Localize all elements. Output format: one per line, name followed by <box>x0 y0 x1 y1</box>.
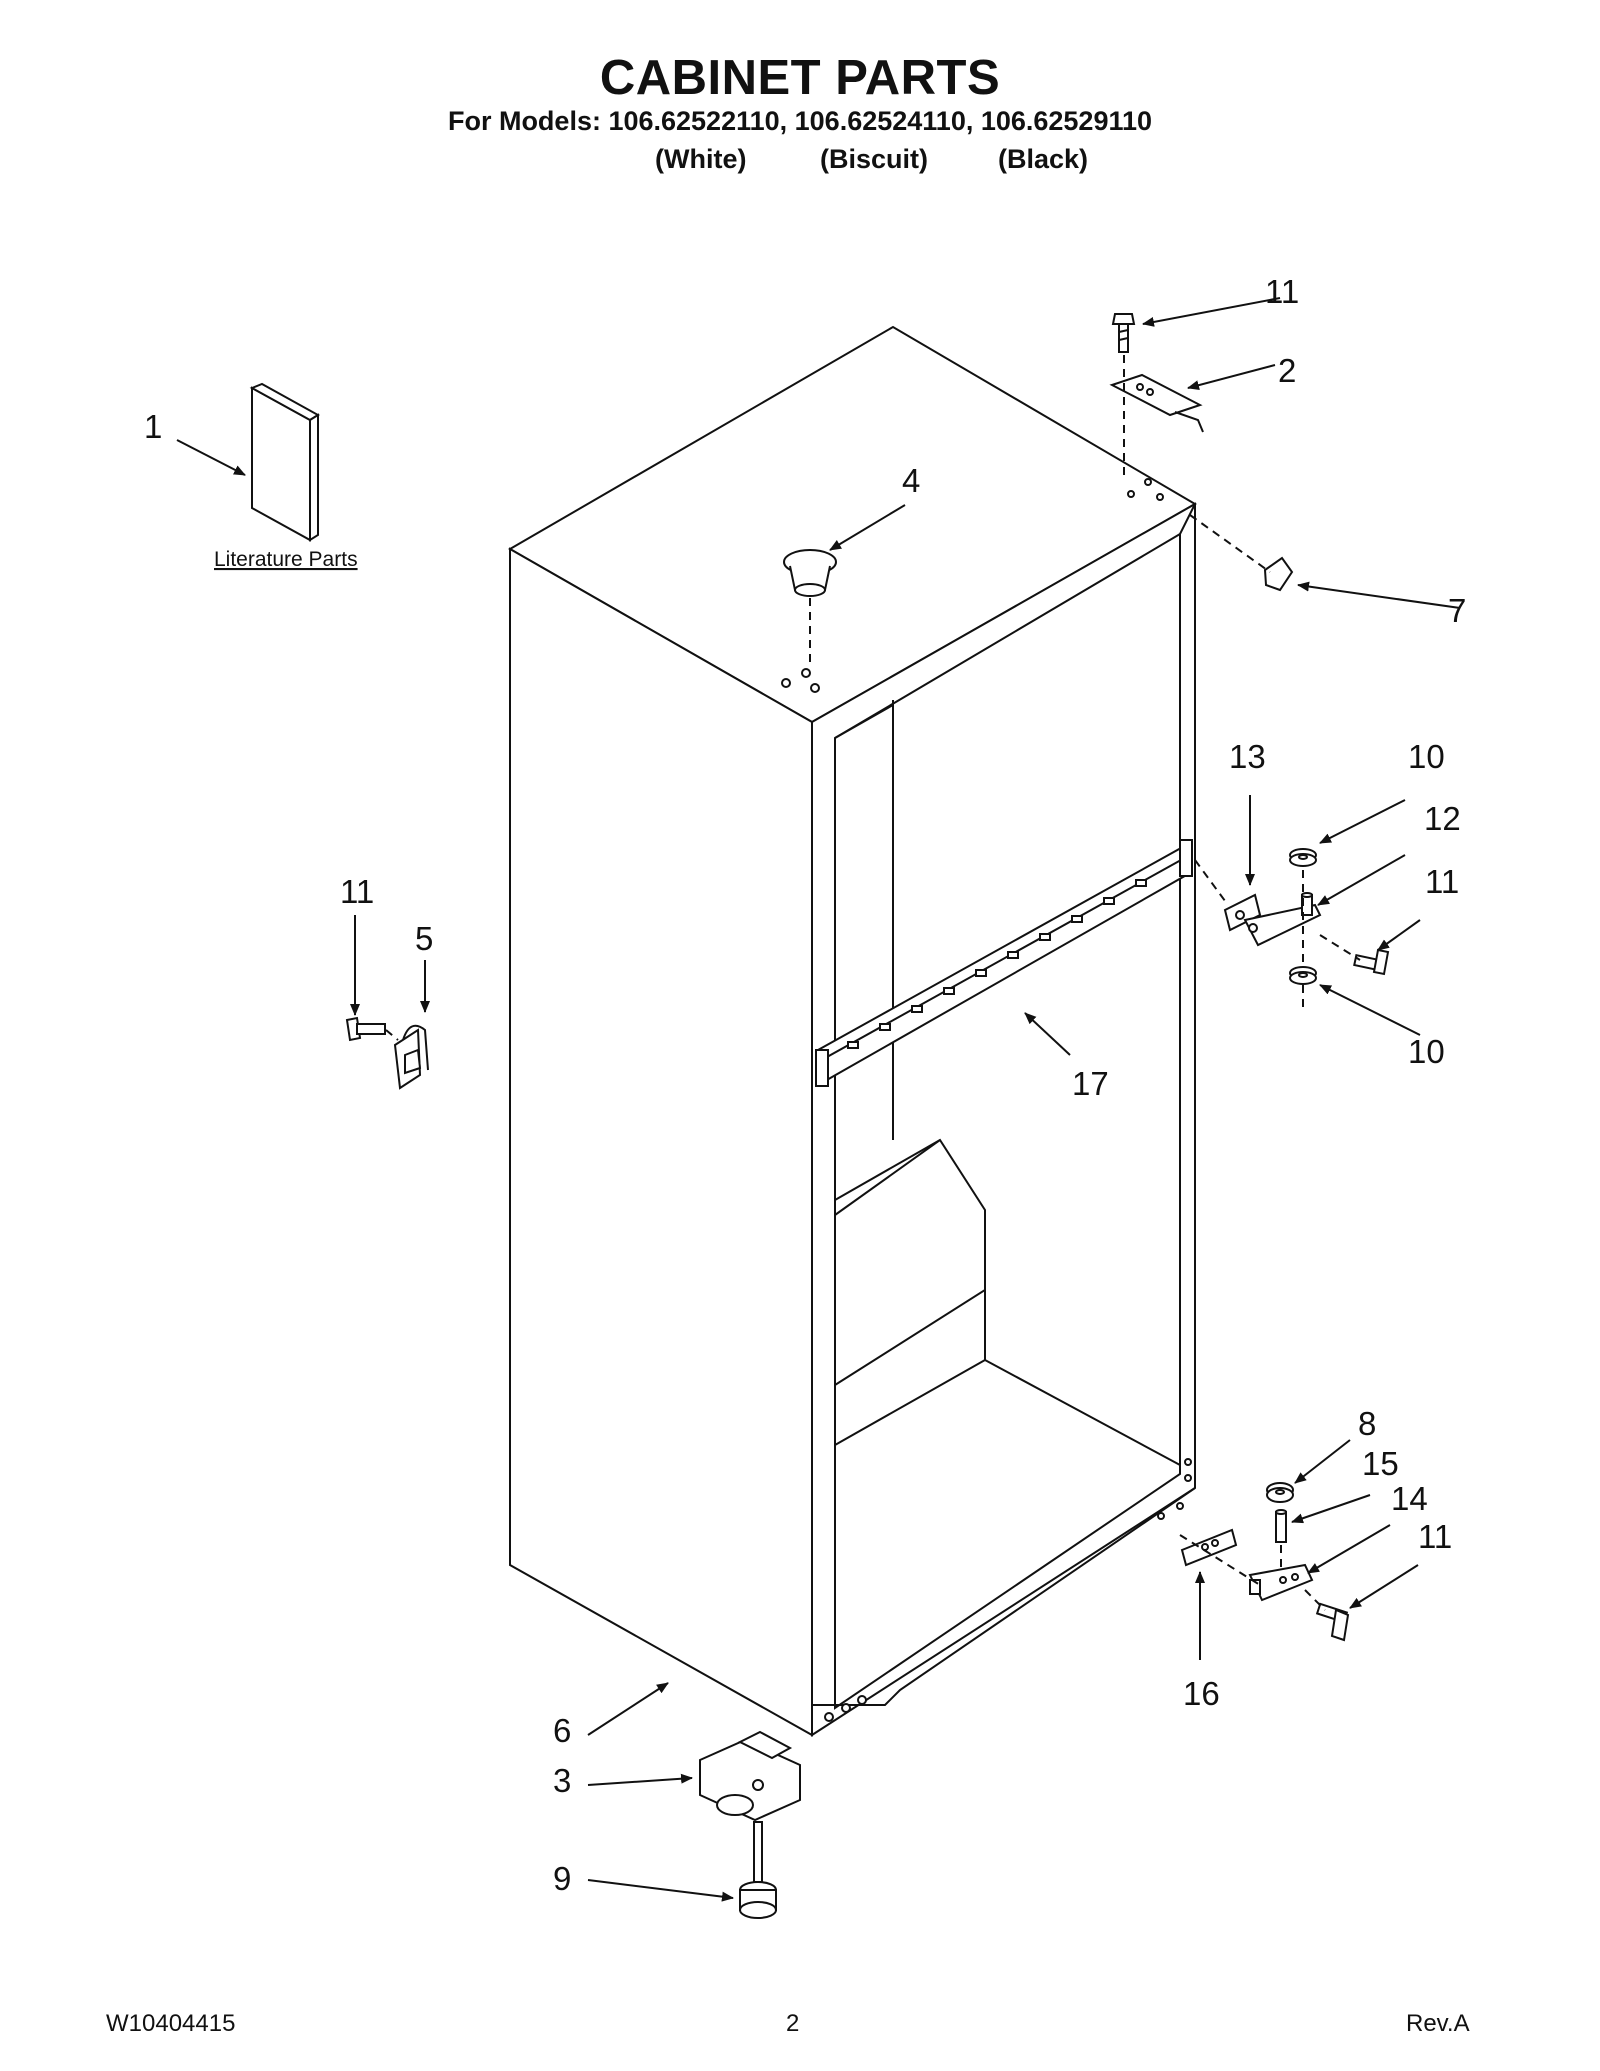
callout-9: 9 <box>553 1860 571 1897</box>
leader-arrows <box>176 297 1461 1902</box>
top-hinge <box>1109 373 1204 433</box>
callout-15: 15 <box>1362 1445 1399 1482</box>
lower-washer <box>1289 966 1317 985</box>
doc-number: W10404415 <box>106 2010 236 2037</box>
literature-parts-label: Literature Parts <box>214 548 358 571</box>
callout-3: 3 <box>553 1762 571 1799</box>
callout-10-lower: 10 <box>1408 1033 1445 1070</box>
callout-7: 7 <box>1448 592 1466 629</box>
top-hinge-screw <box>1111 313 1136 353</box>
upper-washer <box>1289 848 1317 867</box>
assembly-lines <box>385 355 1361 1611</box>
top-plug <box>783 549 837 597</box>
variant-biscuit: (Biscuit) <box>820 144 928 174</box>
callout-labels: 1 2 3 4 5 6 7 8 9 10 10 11 11 11 11 12 1… <box>144 273 1466 1897</box>
center-rail <box>815 839 1193 1087</box>
revision: Rev.A <box>1406 2010 1470 2037</box>
callout-5: 5 <box>415 920 433 957</box>
callout-4: 4 <box>902 462 920 499</box>
callout-11-bottom: 11 <box>1418 1518 1452 1555</box>
models-line: For Models: 106.62522110, 106.62524110, … <box>447 106 1153 136</box>
page-title: CABINET PARTS <box>599 51 1001 105</box>
bottom-hinge-shim <box>1180 1528 1238 1567</box>
callout-16: 16 <box>1183 1675 1220 1712</box>
callout-6: 6 <box>553 1712 571 1749</box>
callout-13: 13 <box>1229 738 1266 775</box>
cabinet-left-side <box>509 547 813 1737</box>
callout-11-top: 11 <box>1265 273 1299 310</box>
variant-black: (Black) <box>998 144 1089 174</box>
callout-12: 12 <box>1424 800 1461 837</box>
callout-2: 2 <box>1278 352 1296 389</box>
variant-white: (White) <box>655 144 747 174</box>
callout-1: 1 <box>144 408 162 445</box>
callout-11-center: 11 <box>1425 863 1459 900</box>
roller-assembly <box>699 1730 801 1822</box>
left-screw <box>345 1016 386 1042</box>
bottom-hinge-pin <box>1275 1509 1287 1543</box>
hinge-cover <box>1263 556 1294 592</box>
literature-booklet <box>249 382 320 542</box>
callout-8: 8 <box>1358 1405 1376 1442</box>
door-stop-bracket <box>393 1024 429 1090</box>
leveling-leg <box>739 1821 777 1919</box>
page-number: 2 <box>786 2010 800 2037</box>
center-hinge-screw <box>1353 948 1390 976</box>
callout-10-upper: 10 <box>1408 738 1445 775</box>
bottom-hinge-screw <box>1315 1602 1350 1642</box>
cabinet-body <box>507 325 1197 1737</box>
callout-17: 17 <box>1072 1065 1109 1102</box>
bottom-washer <box>1266 1482 1294 1503</box>
callout-11-left: 11 <box>340 873 374 910</box>
callout-14: 14 <box>1391 1480 1428 1517</box>
bottom-hinge <box>1248 1563 1314 1602</box>
